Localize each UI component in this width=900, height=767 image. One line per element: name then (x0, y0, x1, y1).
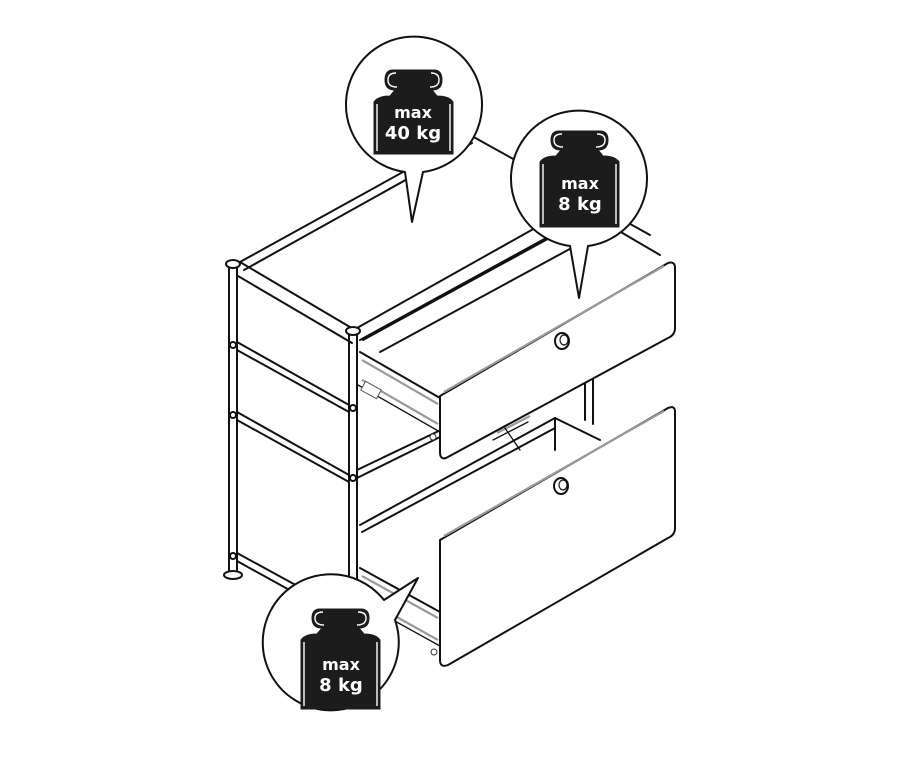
weight-label-line2: 8 kg (558, 194, 602, 215)
callout-top-shelf: max 40 kg (345, 35, 483, 223)
upper-drawer (357, 213, 676, 460)
left-post-cap (225, 259, 241, 269)
weight-label-line1: max (322, 655, 360, 674)
weight-label-line1: max (561, 174, 599, 193)
upper-drawer-rail-top (361, 359, 439, 405)
ball-joint (349, 404, 357, 412)
rail-bracket (360, 380, 382, 400)
leveling-foot (223, 570, 243, 580)
top-front-tube-inner (237, 275, 353, 344)
lower-drawer-front (439, 406, 676, 667)
top-front-tube-outer (239, 261, 356, 331)
lower-drawer-back-rail (496, 415, 531, 434)
lower-drawer-knob[interactable] (553, 477, 569, 495)
side-rail-2-bottom (236, 419, 350, 483)
lower-drawer (359, 406, 676, 667)
upper-drawer-left-side-top (359, 351, 441, 399)
weight-icon: max 8 kg (539, 130, 620, 228)
weight-icon: max 40 kg (373, 69, 454, 155)
lower-drawer-slide (392, 619, 441, 647)
upper-drawer-front-lip (443, 265, 665, 393)
ball-joint (229, 552, 237, 560)
upper-drawer-knob[interactable] (554, 332, 570, 350)
callout-lower-drawer: max 8 kg (261, 573, 419, 712)
lower-drawer-back-rail-detail (492, 421, 529, 451)
weight-label-line2: 40 kg (385, 123, 441, 144)
rail-roller (429, 433, 437, 441)
side-rail-1-top (236, 341, 350, 406)
front-post-cap (345, 326, 361, 336)
middle-shelf-edge-inner (356, 436, 441, 479)
side-rail-2-top (236, 411, 350, 476)
callout-upper-drawer: max 8 kg (510, 109, 648, 299)
upper-drawer-inner-left-top (379, 237, 591, 353)
weight-label-line1: max (394, 103, 432, 122)
ball-joint (229, 411, 237, 419)
upper-drawer-front (439, 261, 676, 460)
ball-joint (349, 474, 357, 482)
lower-drawer-front-lip (443, 410, 665, 537)
weight-label-line2: 8 kg (319, 675, 363, 696)
lower-drawer-back-top-inner (361, 427, 556, 533)
side-rail-1-bottom (236, 349, 350, 413)
knob-center (558, 479, 568, 491)
ball-joint (229, 341, 237, 349)
weight-icon: max 8 kg (300, 608, 381, 710)
knob-center (559, 334, 569, 346)
lower-drawer-rail-bottom (394, 615, 439, 641)
rail-roller (430, 648, 438, 656)
